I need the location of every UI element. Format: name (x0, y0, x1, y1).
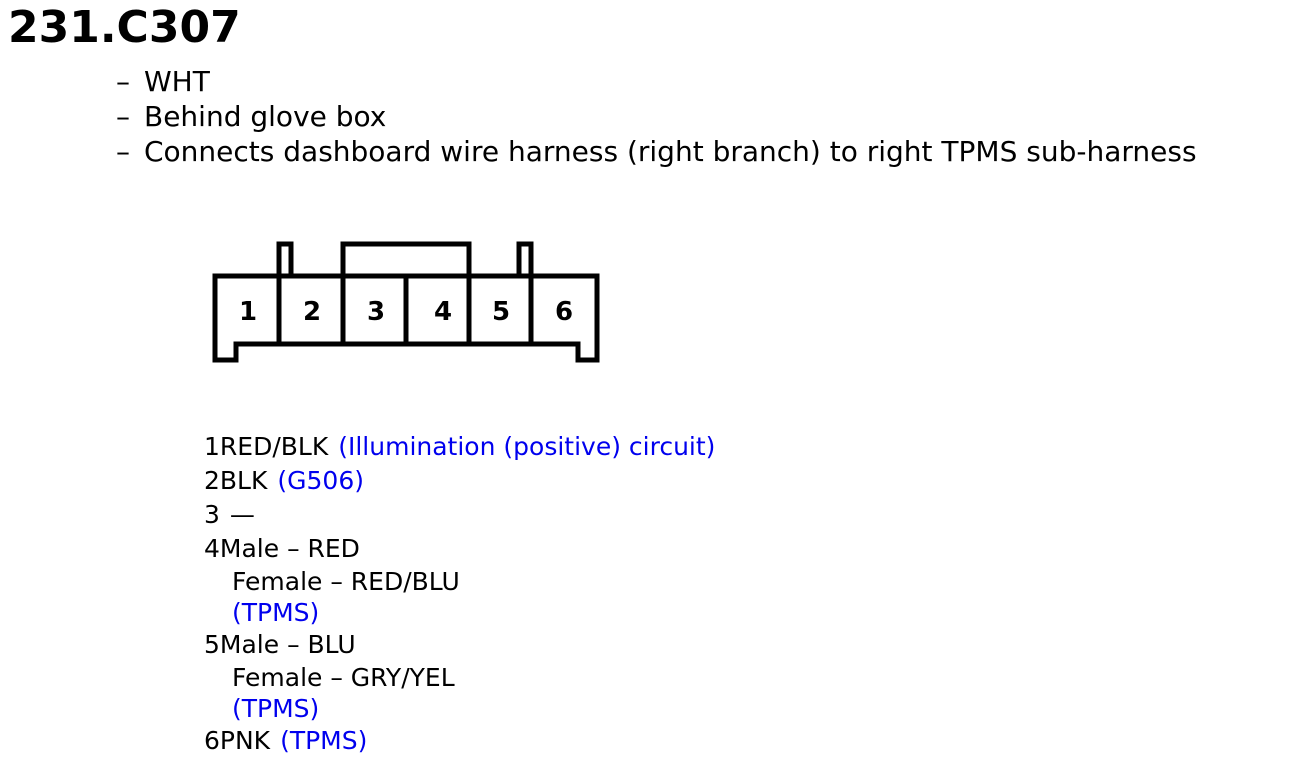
info-item-location: –Behind glove box (116, 100, 387, 133)
pin-row-2: 2BLK(G506) (204, 466, 364, 495)
circuit-link[interactable]: (G506) (277, 466, 364, 495)
pin-row-3: 3— (204, 500, 255, 529)
connector-center-key (340, 241, 472, 276)
pin-row-5-circuit: (TPMS) (204, 693, 715, 724)
pin-row-4-female: Female – RED/BLU (232, 567, 460, 596)
circuit-link[interactable]: (TPMS) (232, 598, 320, 627)
connector-pin-label: 4 (434, 297, 452, 327)
pin-row-5-female: Female – GRY/YEL (232, 663, 455, 692)
info-item-connects: –Connects dashboard wire harness (right … (116, 135, 1197, 168)
circuit-link[interactable]: (TPMS) (280, 726, 368, 755)
connector-pin-label: 5 (492, 297, 510, 327)
connector-right-tab (516, 241, 534, 276)
pin-row-6: 6PNK(TPMS) (204, 726, 368, 755)
pin-row-5: 5Male – BLU (204, 630, 356, 659)
pin-row-4: 4Male – RED (204, 534, 360, 563)
connector-pin-label: 6 (555, 297, 573, 327)
connector-pin-label: 1 (239, 297, 257, 327)
pin-row-4-circuit: (TPMS) (204, 597, 715, 628)
connector-left-tab (276, 241, 294, 276)
connector-body-outline (212, 273, 600, 363)
circuit-link[interactable]: (TPMS) (232, 694, 320, 723)
connector-info-list: –WHT –Behind glove box –Connects dashboa… (116, 64, 1197, 169)
connector-pin-label: 2 (303, 297, 321, 327)
circuit-link[interactable]: (Illumination (positive) circuit) (338, 432, 716, 461)
info-item-color: –WHT (116, 65, 210, 98)
connector-diagram: 1 2 3 4 5 6 (212, 241, 600, 363)
connector-pin-label: 3 (367, 297, 385, 327)
page-title: 231.C307 (8, 2, 241, 53)
pinout-list: 1RED/BLK(Illumination (positive) circuit… (204, 430, 715, 758)
pin-row-1: 1RED/BLK(Illumination (positive) circuit… (204, 432, 716, 461)
